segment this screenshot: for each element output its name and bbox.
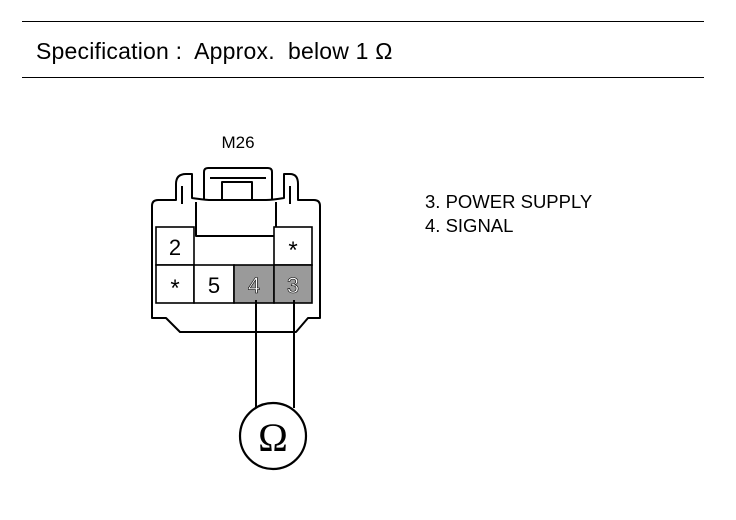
pin-cell-4 [233,264,275,304]
pin-grid: 2 * * 5 4 3 [155,226,313,304]
probe-leads [255,300,295,408]
pin-cell-5 [193,264,235,304]
ohmmeter: Ω [238,401,308,471]
pin-label-star-top: * [288,237,297,264]
pin-label-star-bottom: * [170,275,179,302]
legend-item-signal: 4. SIGNAL [425,215,514,236]
pin-label-5: 5 [208,273,220,298]
connector-name: M26 [221,133,254,152]
pin-label-3: 3 [287,273,299,298]
pin-legend: 3. POWER SUPPLY 4. SIGNAL [425,190,592,238]
bottom-rule [22,77,704,78]
ohmmeter-circle [238,401,308,471]
ohm-symbol: Ω [258,415,288,460]
specification-line: Specification : Approx. below 1 Ω [36,38,393,65]
legend-item-power-supply: 3. POWER SUPPLY [425,191,593,212]
spec-separator: : [175,38,183,64]
spec-label: Specification [36,38,170,64]
spec-value: Approx. below 1 Ω [194,38,393,64]
top-rule [22,21,704,22]
pin-label-2: 2 [169,235,181,260]
pin-label-4: 4 [248,273,260,298]
pin-cell-star-bottom [155,264,195,304]
pin-cell-star-top [273,226,313,266]
connector-housing [151,167,321,333]
